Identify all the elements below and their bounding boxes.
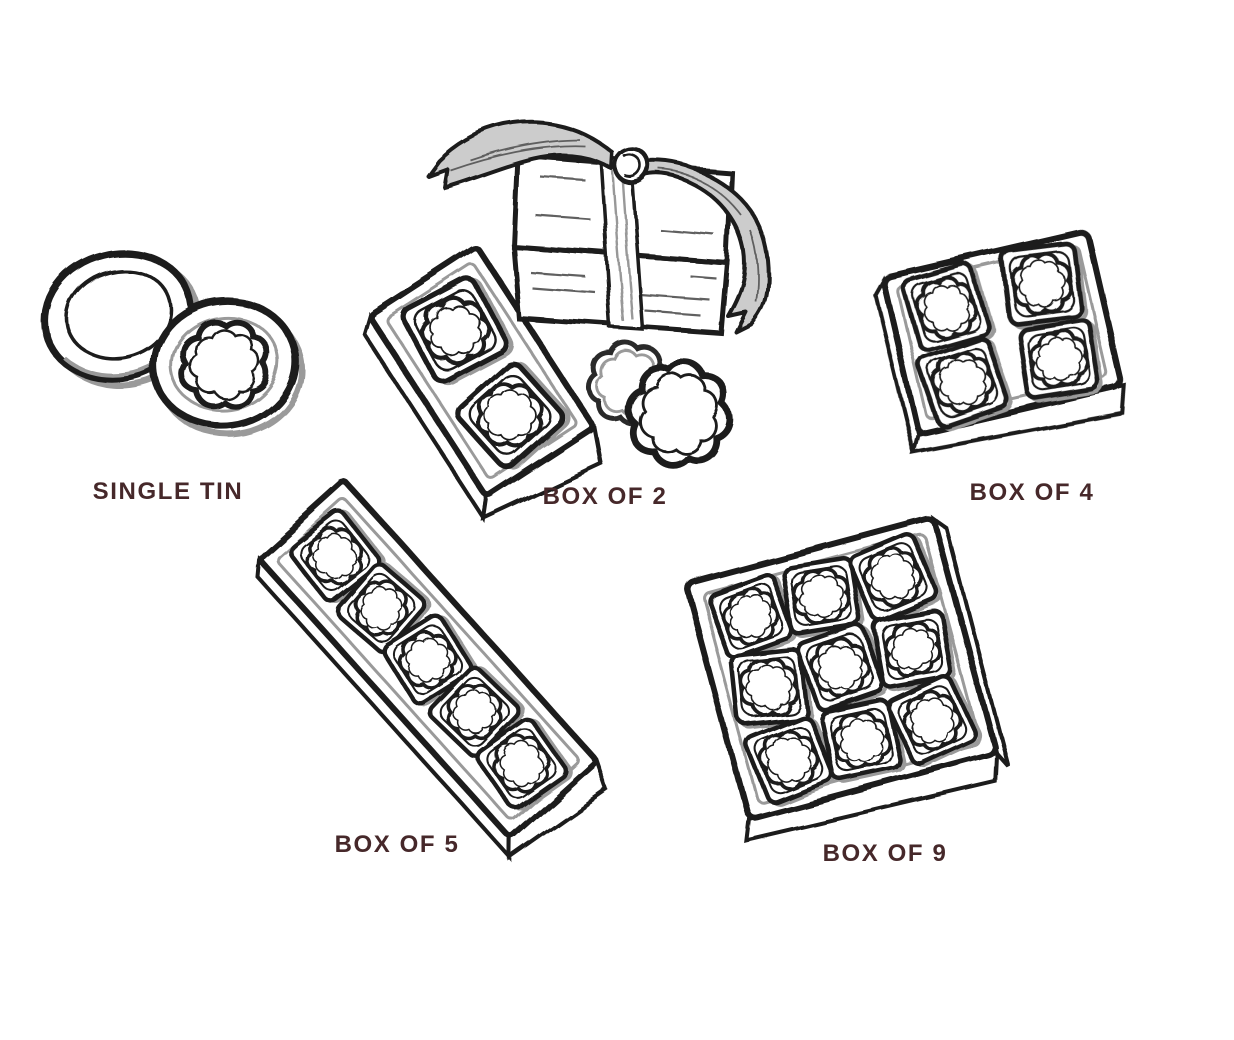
gift-box [426,120,771,336]
box-of-9-sketch [684,514,1011,843]
box-of-5-label: BOX OF 5 [334,831,460,858]
box-of-2-sketch [362,120,771,525]
single-tin-label: SINGLE TIN [92,478,244,505]
box-of-4-label: BOX OF 4 [969,479,1095,506]
loose-cookies [582,336,738,473]
box-of-2-label: BOX OF 2 [542,483,668,510]
two-cell-tray [362,245,604,525]
tin-base-with-cookie [150,297,306,439]
single-tin-sketch [41,248,306,439]
box-of-5-sketch [255,480,610,863]
box-of-4-sketch [872,229,1128,456]
tin-lid [41,248,203,390]
box-of-9-label: BOX OF 9 [822,840,948,867]
